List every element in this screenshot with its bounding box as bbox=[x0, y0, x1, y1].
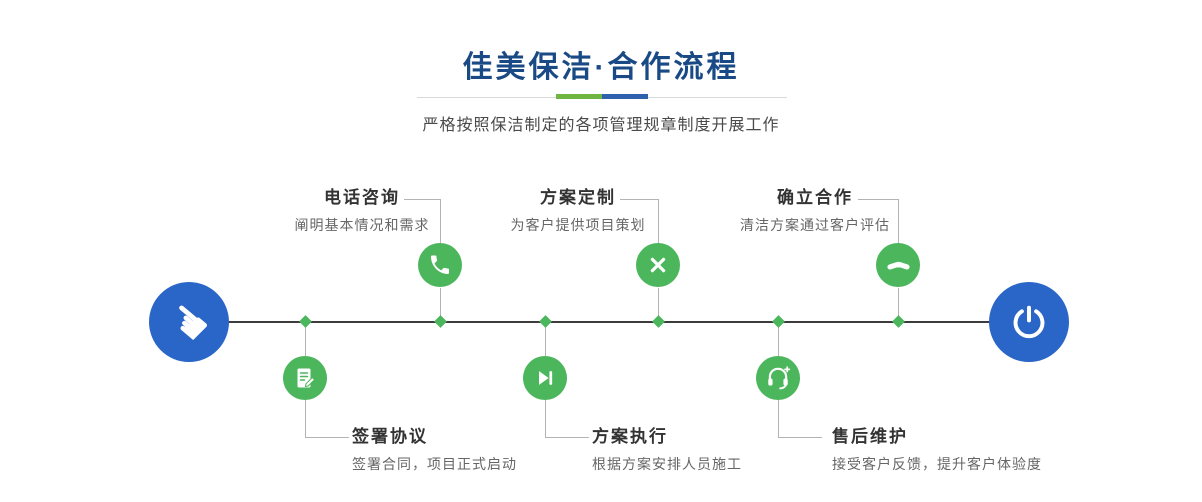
timeline-node-marker bbox=[538, 315, 552, 328]
step-desc: 阐明基本情况和需求 bbox=[294, 217, 430, 233]
connector-line bbox=[898, 199, 899, 244]
step-desc: 根据方案安排人员施工 bbox=[592, 456, 742, 472]
timeline-node-marker bbox=[433, 315, 447, 328]
step-node-aftersales bbox=[756, 356, 800, 400]
connector-line bbox=[778, 323, 779, 356]
timeline-node-marker bbox=[771, 315, 785, 328]
phone-icon bbox=[431, 255, 449, 274]
timeline-node-marker bbox=[651, 315, 665, 328]
step-label-cooperation: 确立合作 清洁方案通过客户评估 bbox=[705, 188, 925, 234]
step-desc: 签署合同，项目正式启动 bbox=[352, 456, 517, 472]
step-title: 电话咨询 bbox=[324, 188, 400, 207]
handshake-icon bbox=[886, 261, 910, 270]
step-node-phone bbox=[418, 243, 462, 287]
step-node-agreement bbox=[283, 356, 327, 400]
connector-line bbox=[440, 288, 441, 322]
step-node-plan bbox=[636, 243, 680, 287]
title-divider-accent bbox=[556, 94, 648, 99]
connector-line bbox=[545, 323, 546, 356]
headset-plus-icon bbox=[768, 366, 791, 390]
pencil-ruler-icon bbox=[650, 257, 666, 273]
connector-line bbox=[858, 199, 899, 200]
document-sign-icon bbox=[297, 368, 316, 388]
step-label-aftersales: 售后维护 接受客户反馈，提升客户体验度 bbox=[832, 427, 1112, 473]
step-desc: 接受客户反馈，提升客户体验度 bbox=[832, 456, 1042, 472]
connector-line bbox=[778, 400, 779, 438]
divider-blue-segment bbox=[602, 94, 648, 99]
step-node-cooperation bbox=[876, 243, 920, 287]
timeline-node-marker bbox=[298, 315, 312, 328]
play-next-icon bbox=[539, 371, 553, 385]
connector-line bbox=[778, 437, 822, 438]
connector-line bbox=[545, 400, 546, 438]
page-title: 佳美保洁·合作流程 bbox=[462, 51, 740, 84]
connector-line bbox=[305, 437, 349, 438]
step-title: 售后维护 bbox=[832, 427, 908, 446]
page-subtitle: 严格按照保洁制定的各项管理规章制度开展工作 bbox=[422, 117, 780, 134]
step-title: 签署协议 bbox=[352, 427, 428, 446]
flow-end-node bbox=[989, 282, 1069, 362]
step-title: 方案执行 bbox=[592, 427, 668, 446]
flow-start-node: ☚ bbox=[149, 282, 229, 362]
connector-line bbox=[305, 400, 306, 438]
timeline-node-marker bbox=[891, 315, 905, 328]
power-icon bbox=[1013, 305, 1045, 339]
divider-green-segment bbox=[556, 94, 602, 99]
pointing-hand-icon: ☚ bbox=[155, 288, 223, 356]
connector-line bbox=[658, 288, 659, 322]
step-title: 方案定制 bbox=[540, 188, 616, 207]
step-label-agreement: 签署协议 签署合同，项目正式启动 bbox=[352, 427, 632, 473]
connector-line bbox=[404, 199, 441, 200]
timeline-line bbox=[185, 321, 1040, 323]
connector-line bbox=[658, 199, 659, 244]
connector-line bbox=[620, 199, 659, 200]
step-desc: 为客户提供项目策划 bbox=[510, 217, 646, 233]
step-label-execution: 方案执行 根据方案安排人员施工 bbox=[592, 427, 872, 473]
step-label-plan: 方案定制 为客户提供项目策划 bbox=[468, 188, 688, 234]
connector-line bbox=[545, 437, 589, 438]
connector-line bbox=[440, 199, 441, 244]
step-title: 确立合作 bbox=[777, 188, 853, 207]
connector-line bbox=[898, 288, 899, 322]
step-node-execution bbox=[523, 356, 567, 400]
step-desc: 清洁方案通过客户评估 bbox=[740, 217, 890, 233]
step-label-phone: 电话咨询 阐明基本情况和需求 bbox=[252, 188, 472, 234]
connector-line bbox=[305, 323, 306, 356]
